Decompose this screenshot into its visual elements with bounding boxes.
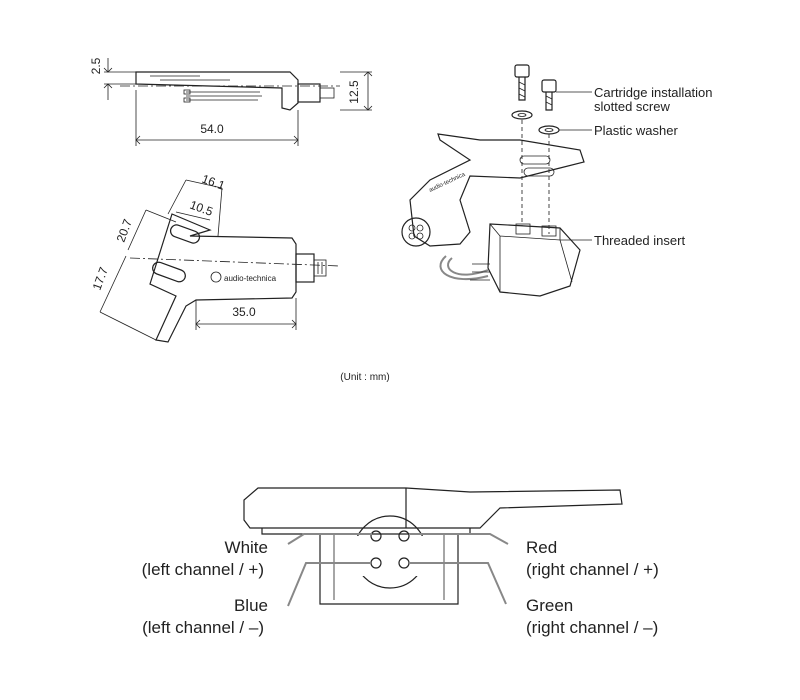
unit-note: (Unit : mm) xyxy=(340,372,389,383)
label-green: Green xyxy=(526,596,573,615)
assembly-brand-text: audio-technica xyxy=(428,172,467,194)
dim-top-length: 35.0 xyxy=(232,305,256,319)
dim-side-top-thickness: 2.5 xyxy=(89,57,103,74)
callout-screw-line2: slotted screw xyxy=(594,99,670,114)
screw-right xyxy=(541,79,557,111)
dim-side-length: 54.0 xyxy=(200,122,224,136)
side-view-drawing xyxy=(103,58,373,146)
dim-top-slot-20: 20.7 xyxy=(114,217,135,244)
label-blue: Blue xyxy=(234,596,268,615)
callout-screw-line1: Cartridge installation xyxy=(594,85,713,100)
label-white: White xyxy=(225,538,268,557)
top-view-drawing xyxy=(99,179,341,343)
brand-text: audio-technica xyxy=(224,274,277,283)
callout-insert: Threaded insert xyxy=(594,233,685,248)
label-red: Red xyxy=(526,538,557,557)
pin-white xyxy=(370,530,382,542)
wiring-drawing xyxy=(243,487,623,607)
label-blue-desc: (left channel / –) xyxy=(142,618,264,637)
assembly-drawing: audio-technica xyxy=(401,64,592,297)
dim-side-height: 12.5 xyxy=(347,80,361,104)
label-red-desc: (right channel / +) xyxy=(526,560,659,579)
pin-red xyxy=(398,530,410,542)
label-green-desc: (right channel / –) xyxy=(526,618,658,637)
callout-washer: Plastic washer xyxy=(594,123,678,138)
screw-left xyxy=(514,64,530,101)
dim-top-slot-17: 17.7 xyxy=(90,265,111,292)
dim-top-width-outer: 16.1 xyxy=(200,172,227,193)
label-white-desc: (left channel / +) xyxy=(142,560,264,579)
